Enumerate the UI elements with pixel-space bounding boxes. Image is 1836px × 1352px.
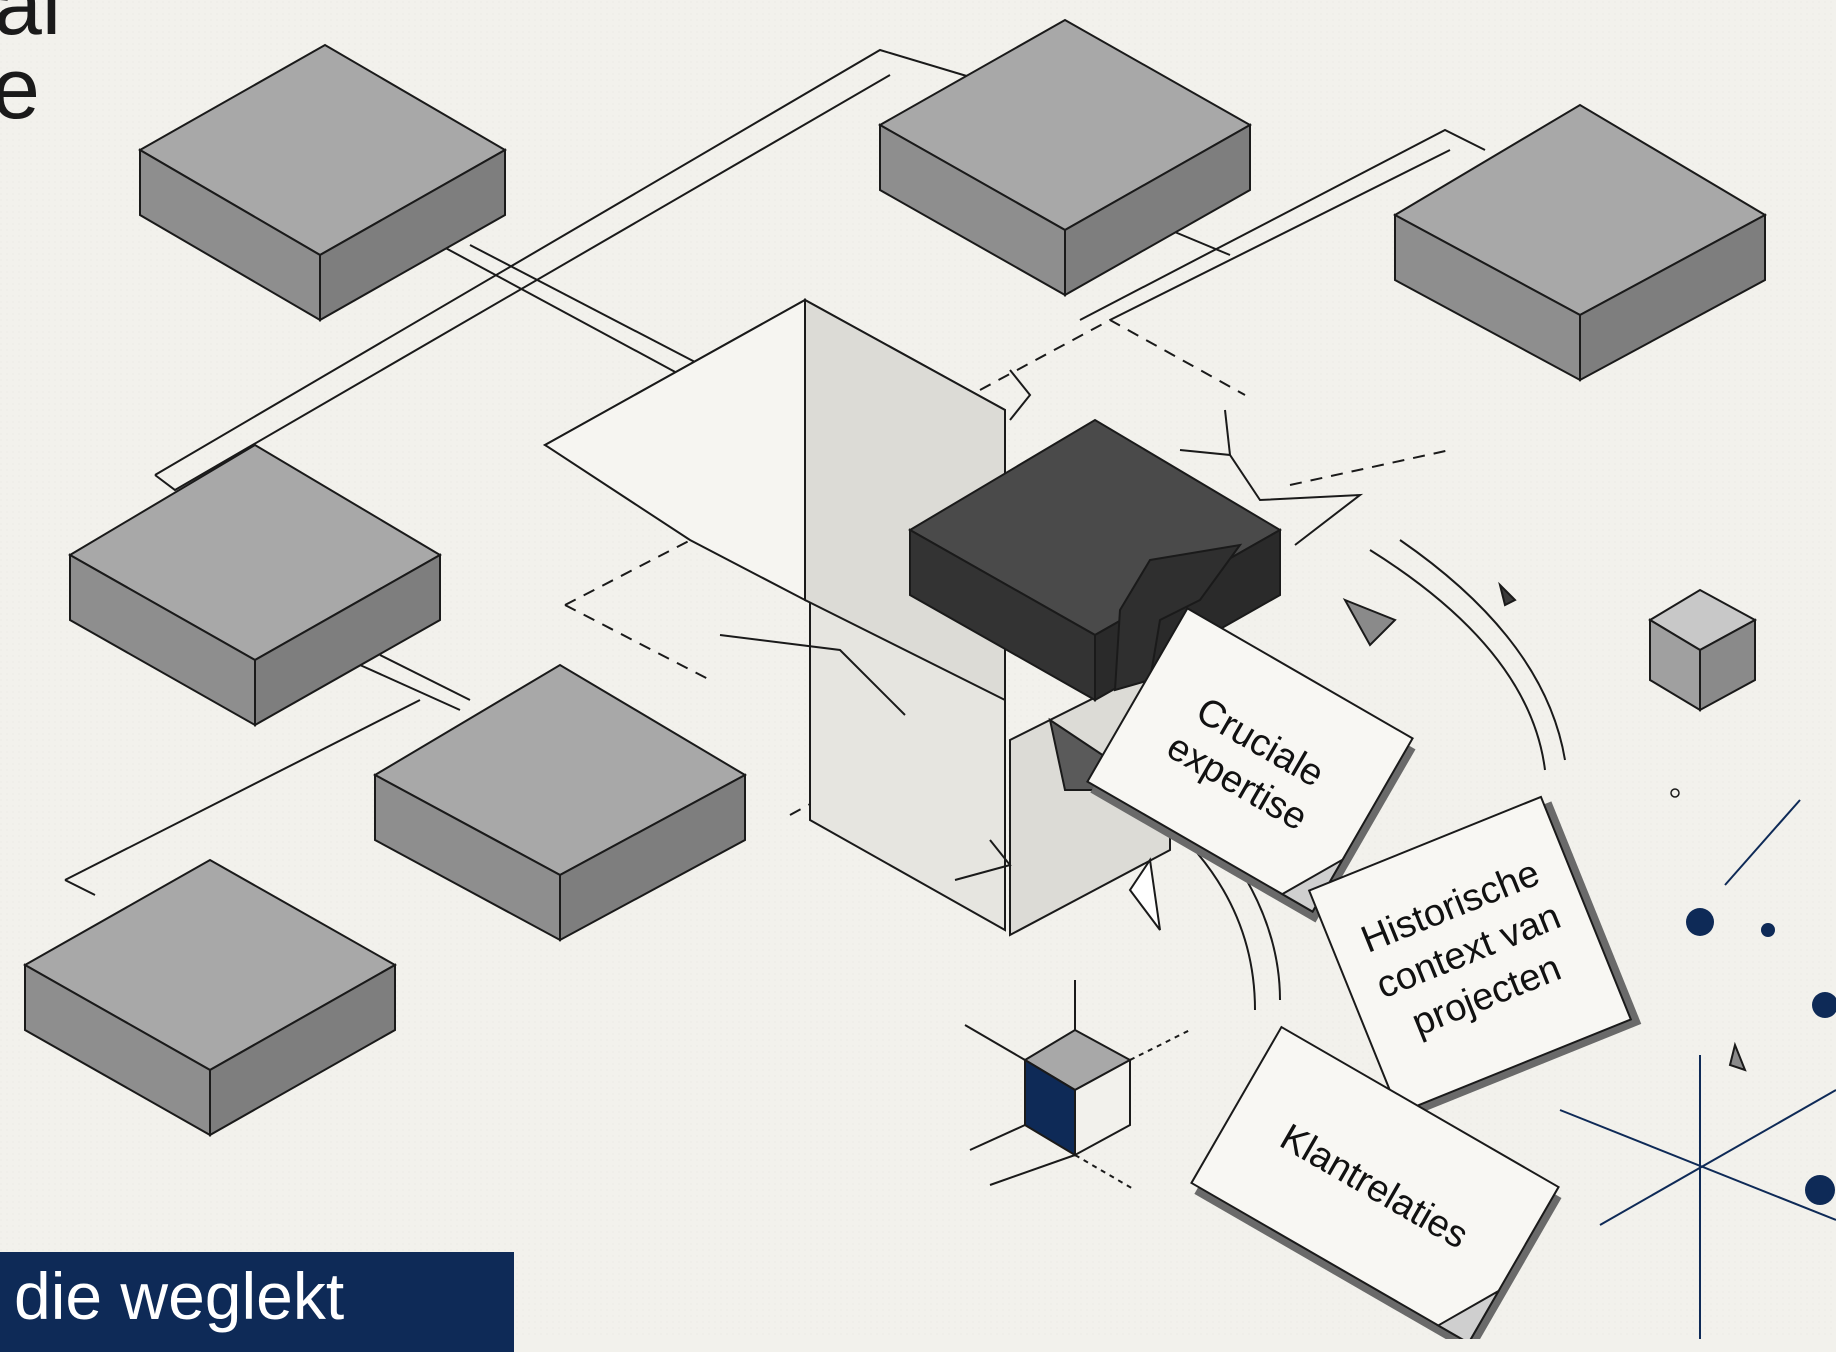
connector-line bbox=[154, 74, 891, 492]
shard bbox=[1128, 857, 1161, 931]
connector-line bbox=[379, 654, 471, 701]
shard bbox=[1498, 581, 1517, 607]
accent-dot bbox=[1670, 788, 1680, 798]
note-expertise: Cruciale expertise bbox=[1086, 607, 1416, 923]
small-cube-accent bbox=[1023, 1028, 1133, 1157]
box-middle-center bbox=[372, 663, 748, 942]
shard bbox=[1342, 598, 1397, 647]
connector-line bbox=[64, 699, 421, 881]
connector-line bbox=[359, 664, 461, 711]
box-middle-left bbox=[68, 443, 442, 727]
connector-line bbox=[1169, 229, 1231, 256]
dashed-edge bbox=[1289, 449, 1451, 486]
connector-line bbox=[154, 48, 981, 476]
box-bottom-left bbox=[22, 858, 398, 1137]
caption-banner: die weglekt bbox=[0, 1252, 514, 1352]
connector-line bbox=[469, 244, 721, 376]
box-top-right bbox=[1392, 103, 1768, 382]
heading-fragment: e bbox=[0, 41, 40, 137]
connector-lines bbox=[64, 48, 1486, 896]
box-top-left bbox=[137, 43, 508, 322]
note-clients: Klantrelaties bbox=[1190, 1025, 1562, 1352]
heading-fragment: al bbox=[0, 0, 61, 53]
box-top-center bbox=[877, 18, 1253, 297]
note-historic: Historische context van projecten bbox=[1307, 795, 1642, 1118]
accent-dot bbox=[1686, 908, 1714, 936]
accent-dot bbox=[1812, 992, 1836, 1018]
connector-line bbox=[439, 244, 691, 381]
shard bbox=[1728, 1041, 1747, 1072]
dashed-edge bbox=[979, 318, 1246, 396]
connector-line bbox=[1079, 128, 1486, 321]
accent-decor bbox=[1559, 788, 1836, 1339]
dashed-edge bbox=[564, 529, 711, 606]
missing-slot-outline bbox=[564, 318, 1451, 816]
accent-dot bbox=[1761, 923, 1775, 937]
dashed-edge bbox=[564, 604, 711, 681]
caption-banner-text: die weglekt bbox=[14, 1259, 345, 1333]
accent-cube-axes bbox=[964, 980, 1191, 1191]
connector-line bbox=[1109, 149, 1451, 321]
small-cube-right bbox=[1648, 588, 1758, 712]
connector-line bbox=[64, 879, 96, 896]
accent-dot bbox=[1805, 1175, 1835, 1205]
